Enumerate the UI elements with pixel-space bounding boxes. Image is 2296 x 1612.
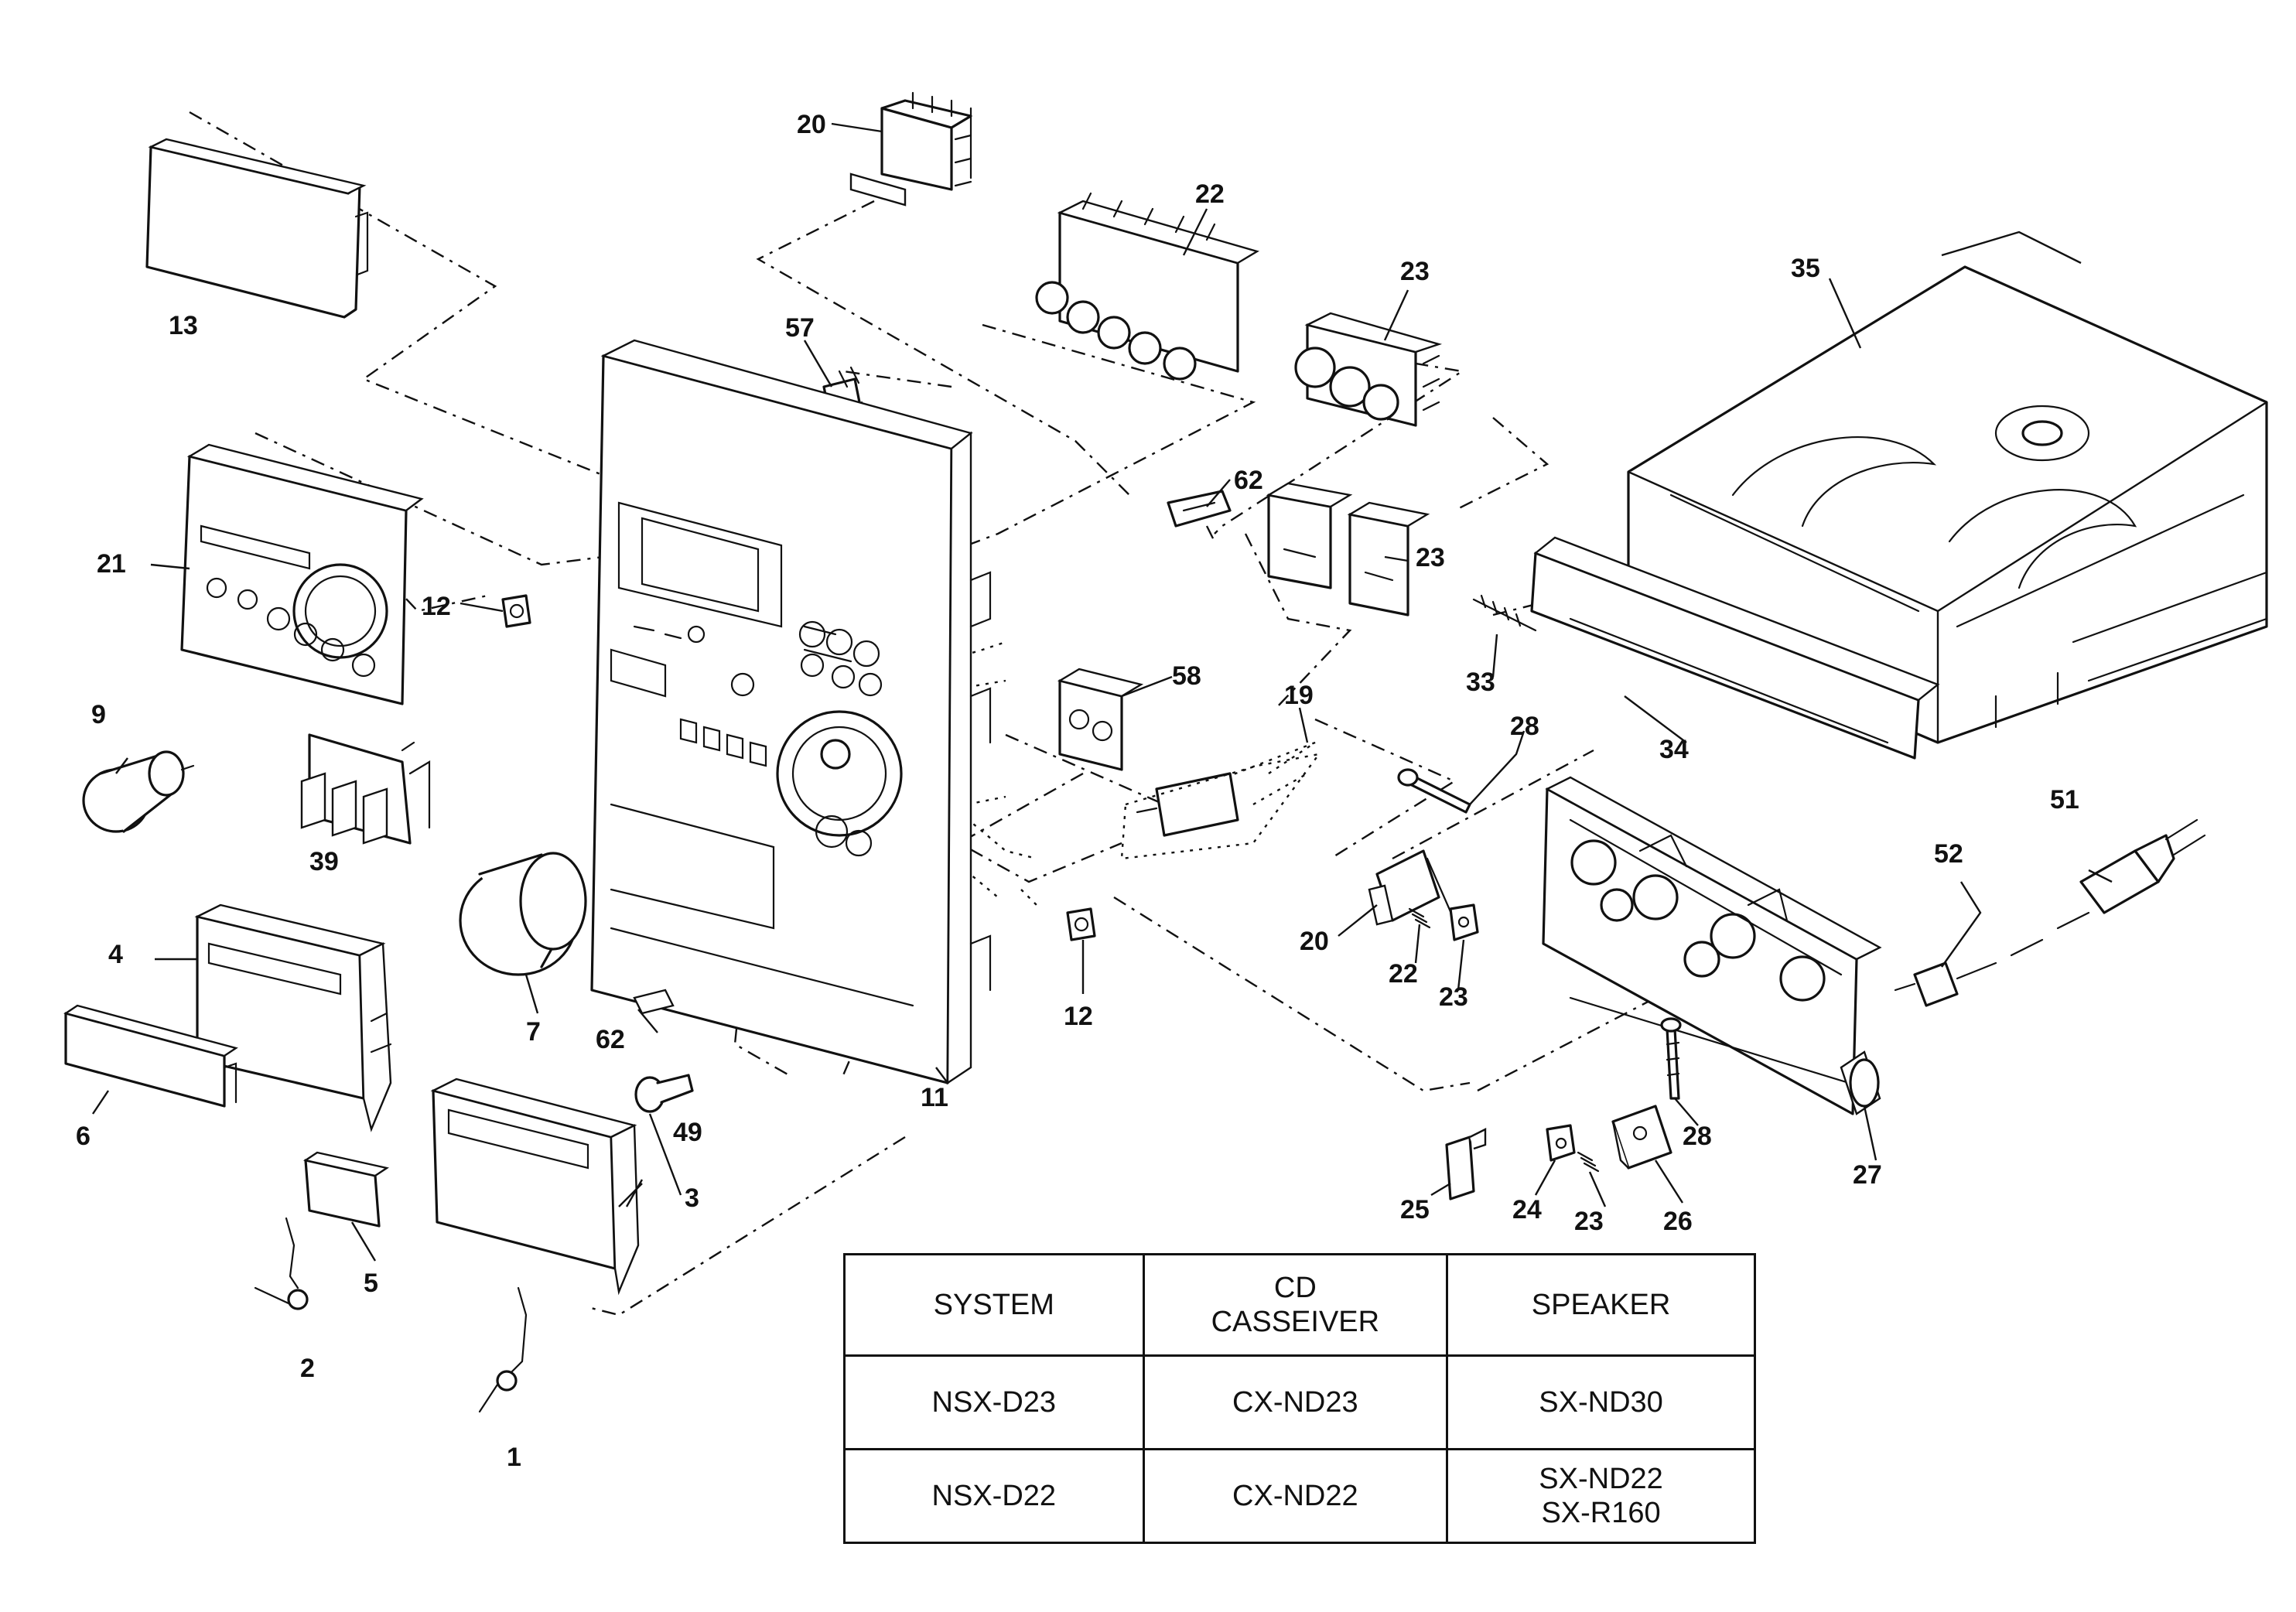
cell-system: NSX-D22 (843, 1448, 1145, 1544)
cell-casseiver: CX-ND23 (1142, 1354, 1449, 1450)
header-cd-casseiver: CD CASSEIVER (1142, 1253, 1449, 1357)
callout-13: 13 (169, 311, 198, 340)
callout-21: 19 (1284, 681, 1314, 710)
cell-system: NSX-D23 (843, 1354, 1145, 1450)
part-5-small-door (302, 1151, 390, 1228)
callout-26: 26 (1663, 1207, 1693, 1236)
callout-18: 22 (1195, 179, 1225, 209)
part-28-screw-upper (1397, 768, 1471, 814)
callout-2: 2 (300, 1354, 315, 1383)
callout-16: 20 (797, 110, 826, 139)
part-39-button-assembly (300, 733, 431, 845)
part-24-block-upper (1449, 903, 1479, 941)
callout-49: 52 (1934, 839, 1963, 869)
callout-25: 25 (1400, 1195, 1430, 1224)
part-3-cassette-holder (430, 1078, 640, 1296)
table-row: NSX-D23 CX-ND23 SX-ND30 (843, 1354, 1756, 1450)
part-12-clip-lower (1066, 907, 1096, 941)
part-12-clip-upper (501, 594, 531, 628)
callout-17: 21 (97, 549, 126, 579)
table-row: NSX-D22 CX-ND22 SX-ND22 SX-R160 (843, 1448, 1756, 1544)
part-17-front-panel (180, 443, 424, 705)
cell-speaker: SX-ND30 (1446, 1354, 1756, 1450)
part-62-sheet (633, 989, 675, 1015)
header-system: SYSTEM (843, 1253, 1145, 1357)
part-35-cd-mechanism (1627, 231, 2268, 744)
part-7-volume-knob (459, 852, 587, 976)
part-51-screw (634, 1074, 694, 1113)
part-19-control-block (1294, 312, 1443, 427)
part-1-spring (478, 1286, 528, 1413)
part-25-l-bracket (1445, 1128, 1487, 1200)
callout-19: 23 (1400, 257, 1430, 286)
callout-3: 3 (685, 1183, 699, 1213)
callout-57: 58 (1172, 661, 1201, 691)
callout-6: 6 (76, 1122, 91, 1151)
callout-4: 4 (108, 940, 123, 969)
callout-52: 57 (785, 313, 815, 343)
part-11-main-chassis (590, 339, 992, 1085)
callout-51: 49 (673, 1118, 702, 1147)
part-16-switch-block (849, 91, 972, 207)
part-23-spring-upper (1408, 907, 1431, 929)
part-2-spring (254, 1217, 309, 1310)
callout-39: 39 (309, 847, 339, 876)
callout-labels: 20 22 23 13 57 35 62 21 23 12 9 33 58 19… (76, 110, 2079, 1472)
callout-5: 5 (364, 1269, 378, 1298)
part-13-display-cover (145, 138, 369, 319)
part-49-strain-relief (1894, 911, 2090, 1007)
part-22-bracket (1368, 849, 1456, 926)
part-58-connector (1167, 490, 1232, 528)
part-9-knob (82, 750, 195, 833)
part-24-block-lower (1546, 1124, 1576, 1162)
part-28-screw-lower (1660, 1017, 1682, 1100)
callout-23-upper: 22 (1389, 959, 1418, 989)
callout-28-lower: 28 (1683, 1122, 1712, 1151)
callout-34: 34 (1659, 735, 1689, 764)
callout-9: 9 (91, 700, 106, 729)
callout-23-lower: 23 (1574, 1207, 1604, 1236)
part-21-pcb (1120, 753, 1321, 860)
callout-7: 7 (526, 1017, 541, 1047)
callout-20: 23 (1416, 543, 1445, 572)
part-48-power-plug (2079, 818, 2206, 914)
table-header-row: SYSTEM CD CASSEIVER SPEAKER (843, 1253, 1756, 1357)
callout-33: 33 (1466, 668, 1495, 697)
part-18-button-block (1035, 192, 1259, 381)
part-57-socket-block (1057, 668, 1144, 771)
cell-casseiver: CX-ND22 (1142, 1448, 1449, 1544)
callout-48: 51 (2050, 785, 2079, 815)
callout-11: 11 (921, 1083, 948, 1112)
callout-62: 62 (596, 1025, 625, 1054)
callout-1: 1 (507, 1443, 521, 1472)
callout-24-lower: 24 (1512, 1195, 1542, 1224)
cell-speaker: SX-ND22 SX-R160 (1446, 1448, 1756, 1544)
callout-28-upper: 28 (1510, 712, 1539, 741)
callout-24-upper: 23 (1439, 982, 1468, 1012)
part-26-bracket (1611, 1105, 1672, 1170)
part-34-tray-front (1530, 536, 1940, 760)
callout-27: 27 (1853, 1160, 1882, 1190)
part-33-spring (1472, 594, 1537, 632)
callout-12-lower: 12 (1064, 1002, 1093, 1031)
callout-leader-lines (92, 122, 2113, 1262)
model-compatibility-table: SYSTEM CD CASSEIVER SPEAKER NSX-D23 CX-N… (843, 1253, 1756, 1544)
part-23-spring-lower (1577, 1151, 1600, 1173)
callout-58: 62 (1234, 466, 1263, 495)
part-4-cassette-holder (194, 903, 392, 1132)
callout-12-upper: 12 (422, 592, 451, 621)
header-speaker: SPEAKER (1446, 1253, 1756, 1357)
part-20-switch-housings (1266, 482, 1430, 616)
callout-35: 35 (1791, 254, 1820, 283)
part-6-cassette-lid (63, 1004, 238, 1108)
part-27-cassette-mechanism (1542, 776, 1882, 1115)
callout-22: 20 (1300, 927, 1329, 956)
